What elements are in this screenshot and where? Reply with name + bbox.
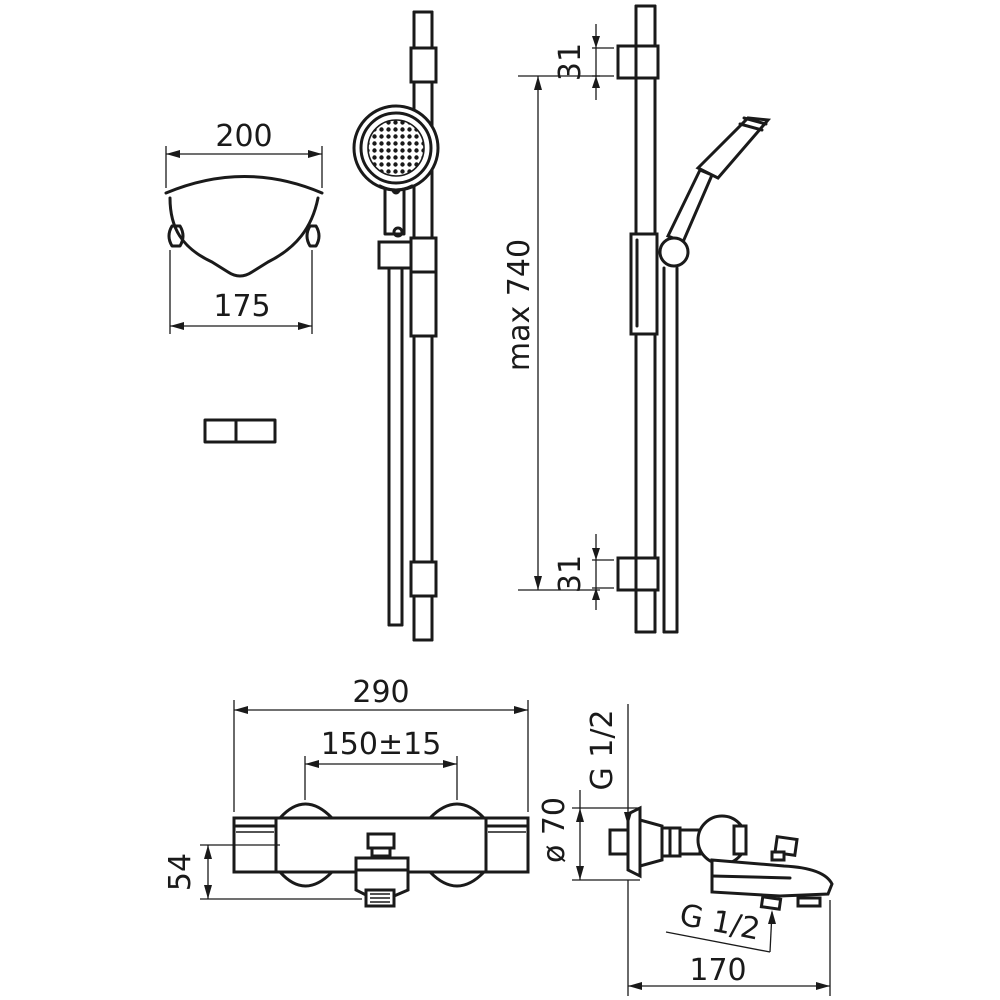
connection-top-thread-label: G 1/2 (585, 709, 620, 790)
dimension-g12-top: G 1/2 (585, 704, 632, 826)
mixer-center-distance-label: 150±15 (321, 727, 442, 762)
dimension-200: 200 (165, 119, 323, 188)
dimension-31-top: 31 (553, 24, 614, 100)
shower-set-front-view (352, 10, 440, 642)
holder-bottom-width-label: 175 (213, 289, 270, 324)
rail-max-length-label: max 740 (502, 239, 537, 371)
mixer-height-label: 54 (163, 853, 198, 891)
shower-set-side-view (616, 4, 772, 634)
mixer-depth-label: 170 (689, 953, 746, 988)
dimension-diameter-70: ø 70 (537, 790, 640, 881)
dimension-150: 150±15 (304, 727, 458, 800)
mixer-side-view (608, 805, 834, 911)
outlet-thread-label: G 1/2 (677, 898, 763, 948)
dimension-290: 290 (233, 675, 529, 812)
bracket-bottom-height-label: 31 (553, 555, 588, 593)
bracket-top-height-label: 31 (553, 43, 588, 81)
dimension-max-740: max 740 (502, 75, 600, 591)
dimension-g12-outlet: G 1/2 (665, 898, 776, 953)
mixer-total-width-label: 290 (352, 675, 409, 710)
dimension-170: 170 (627, 880, 831, 996)
connection-diameter-label: ø 70 (537, 797, 572, 863)
dimension-175: 175 (169, 250, 313, 334)
dimension-31-bottom: 31 (553, 534, 614, 610)
holder-top-view (164, 175, 324, 278)
mixer-front-view (232, 802, 530, 908)
bracket-top-view (203, 418, 277, 444)
dimension-54: 54 (163, 844, 362, 900)
holder-top-width-label: 200 (215, 119, 272, 154)
